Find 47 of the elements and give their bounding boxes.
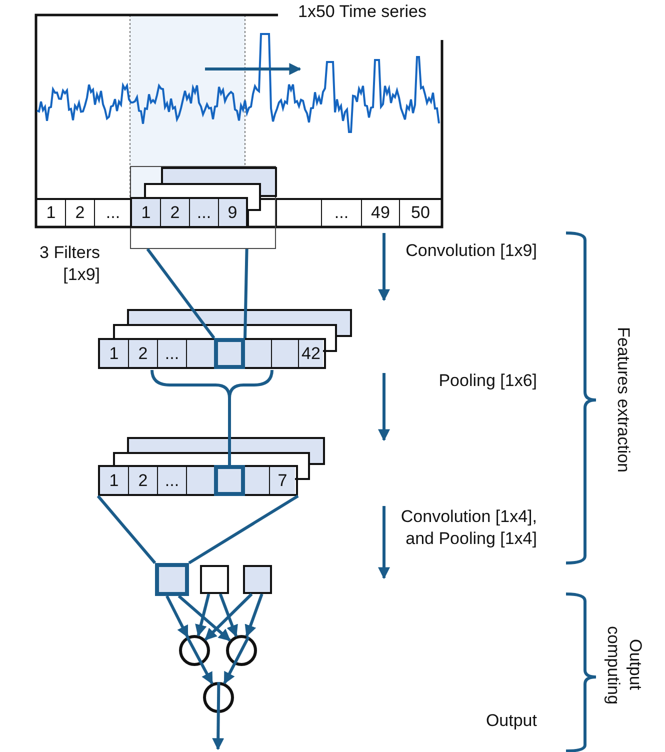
connector-line: [146, 248, 216, 339]
highlighted-cell: [214, 465, 245, 496]
sequence-cell: 1: [132, 199, 161, 226]
sequence-cell-text: 50: [410, 202, 431, 224]
sequence-cell: 7: [270, 467, 295, 494]
arrow: [218, 593, 238, 638]
brace-connector: [150, 368, 274, 466]
sequence-cell: ...: [158, 467, 187, 494]
step-label: Output: [484, 710, 537, 732]
connector-line: [244, 248, 248, 338]
feature-map-stack: [98, 437, 325, 496]
connector-line: [188, 494, 299, 564]
feature-box: [243, 565, 272, 594]
sequence-cell: 1: [100, 340, 129, 367]
arrow: [166, 595, 189, 638]
arrow: [195, 594, 210, 637]
sequence-cell: 2: [66, 200, 95, 226]
step-label: Convolution [1x4], and Pooling [1x4]: [400, 506, 537, 550]
arrow: [244, 593, 264, 638]
sequence-cell: 42: [299, 340, 323, 367]
filter-window: [130, 166, 276, 249]
sequence-cell: ...: [322, 200, 362, 226]
arrow: [204, 592, 253, 641]
sequence-cell: 49: [362, 200, 400, 226]
arrow: [212, 682, 224, 750]
arrow: [223, 636, 250, 684]
sequence-cell: 2: [129, 340, 158, 367]
feature-map-stack: [98, 309, 352, 369]
section-label: Features extraction: [613, 326, 634, 475]
connector-line: [96, 495, 156, 564]
step-label: Convolution [1x9]: [404, 240, 537, 262]
sequence-cell: 9: [219, 199, 246, 226]
sequence-cell: 2: [161, 199, 190, 226]
panel-title: 1x50 Time series: [298, 1, 426, 23]
filter-caption: 3 Filters [1x9]: [38, 242, 100, 286]
step-label: Pooling [1x6]: [438, 370, 537, 392]
feature-box: [200, 565, 229, 594]
sequence-cell: 1: [37, 200, 66, 226]
sequence-cell: ...: [158, 340, 187, 367]
highlighted-cell: [214, 338, 245, 369]
arrow: [178, 594, 231, 642]
sequence-cell: ...: [190, 199, 219, 226]
sequence-cell: 2: [129, 467, 158, 494]
arrow: [186, 636, 214, 684]
sequence-cell: 1: [100, 467, 129, 494]
section-label: Output computing: [603, 624, 646, 706]
feature-box: [155, 563, 189, 596]
